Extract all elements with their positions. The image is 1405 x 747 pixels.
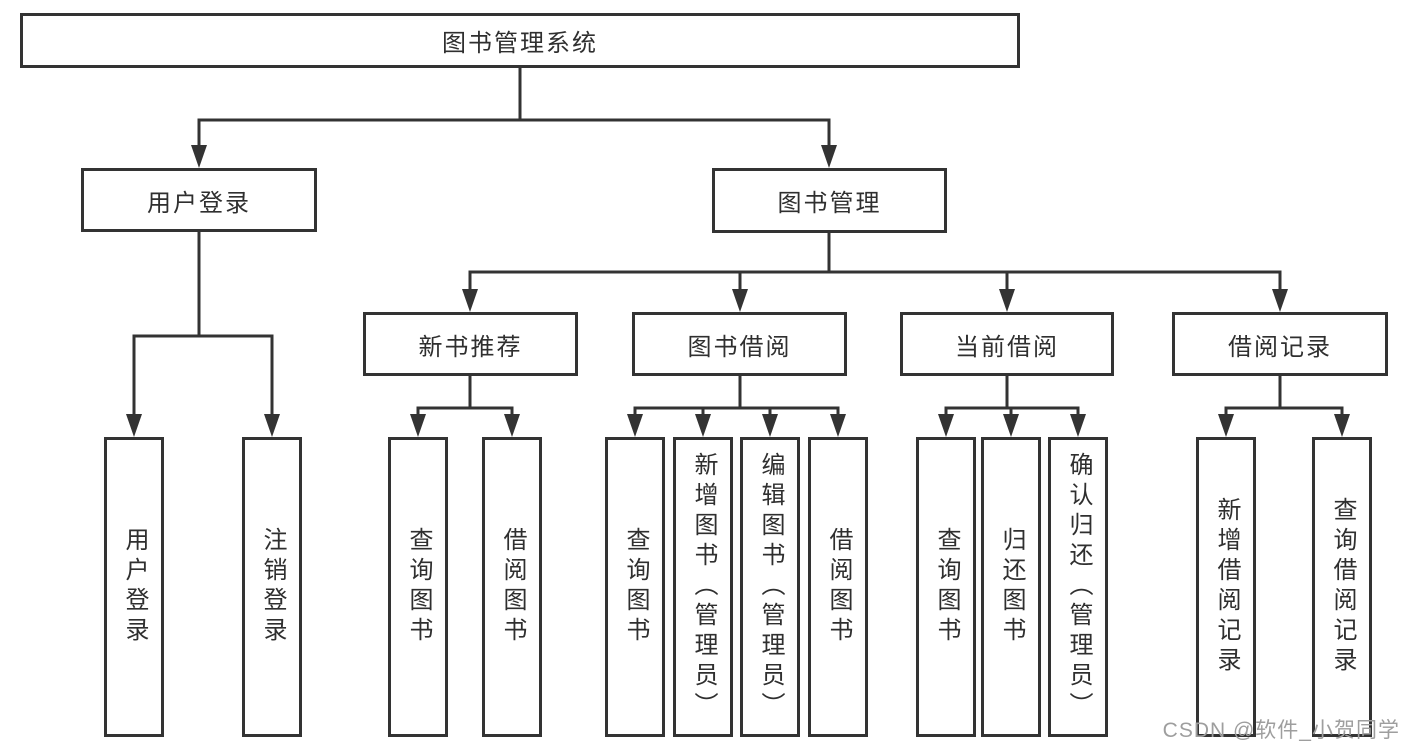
node-borrow-records: 借阅记录 [1172,312,1388,376]
node-book-borrow: 图书借阅 [632,312,847,376]
edge-lines [132,66,1344,421]
leaf-borrow-add-books-admin: 新增图书（管理员） [673,437,733,737]
leaf-current-confirm-return-admin: 确认归还（管理员） [1048,437,1108,737]
leaf-user-login: 用户登录 [104,437,164,737]
leaf-record-add-borrow-record: 新增借阅记录 [1196,437,1256,737]
node-book-management: 图书管理 [712,168,947,233]
leaf-record-query-borrow-record: 查询借阅记录 [1312,437,1372,737]
leaf-recommend-query-books: 查询图书 [388,437,448,737]
node-library-management-system: 图书管理系统 [20,13,1020,68]
leaf-recommend-borrow-books: 借阅图书 [482,437,542,737]
arrow-heads [126,145,1350,437]
leaf-current-return-books: 归还图书 [981,437,1041,737]
leaf-current-query-books: 查询图书 [916,437,976,737]
leaf-borrow-query-books: 查询图书 [605,437,665,737]
node-new-book-recommend: 新书推荐 [363,312,578,376]
watermark-text: CSDN @软件_小贺同学 [1162,719,1400,742]
leaf-borrow-edit-books-admin: 编辑图书（管理员） [740,437,800,737]
node-current-borrow: 当前借阅 [900,312,1114,376]
leaf-borrow-borrow-books: 借阅图书 [808,437,868,737]
leaf-logout: 注销登录 [242,437,302,737]
node-user-login: 用户登录 [81,168,317,232]
